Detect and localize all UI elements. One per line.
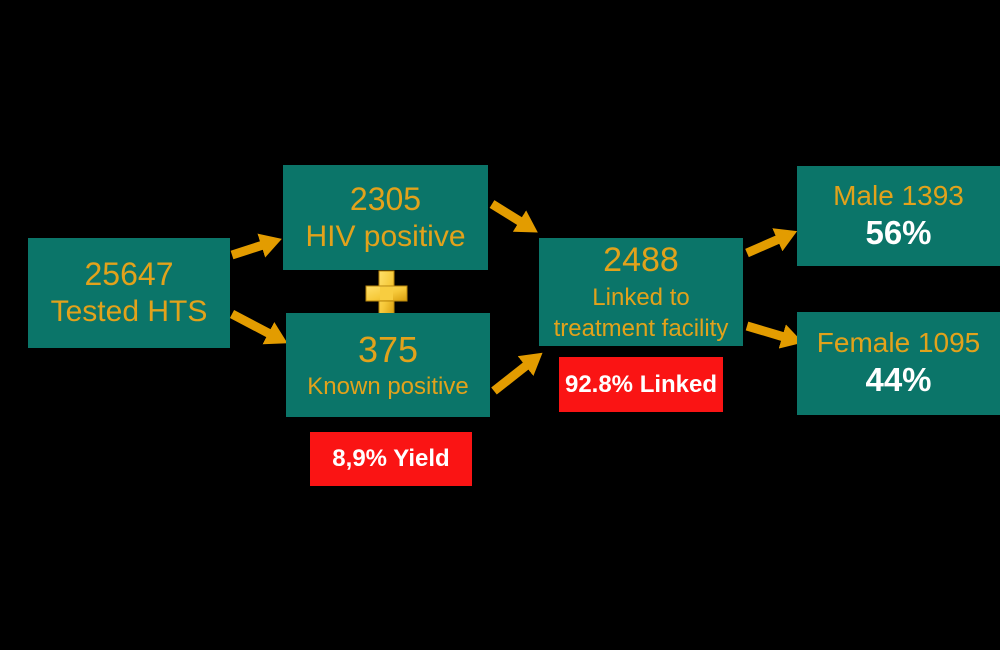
linked-label-line1: Linked to: [592, 283, 690, 311]
hiv-positive-value: 2305: [349, 180, 422, 217]
node-known-positive: 375 Known positive: [286, 313, 490, 417]
female-percent: 44%: [865, 361, 932, 399]
tested-label: Tested HTS: [50, 295, 208, 329]
arrow-tested-to-hiv-icon: [230, 233, 282, 260]
known-positive-value: 375: [357, 329, 419, 371]
tested-value: 25647: [84, 256, 174, 293]
node-hiv-positive: 2305 HIV positive: [283, 165, 488, 270]
linked-label-line2: treatment facility: [553, 314, 729, 342]
known-positive-label: Known positive: [307, 373, 469, 401]
male-percent: 56%: [865, 213, 932, 251]
arrow-linked-to-male-icon: [745, 228, 798, 258]
plus-icon: [365, 270, 408, 317]
arrow-known-to-linked-icon: [491, 352, 543, 395]
yield-badge: 8,9% Yield: [310, 432, 472, 486]
arrow-tested-to-known-icon: [229, 310, 288, 345]
node-female: Female 1095 44%: [797, 312, 1000, 415]
yield-badge-text: 8,9% Yield: [332, 445, 450, 472]
linked-badge: 92.8% Linked: [559, 357, 723, 412]
female-label: Female 1095: [816, 327, 981, 359]
hiv-positive-label: HIV positive: [305, 219, 466, 253]
male-label: Male 1393: [833, 179, 964, 211]
node-male: Male 1393 56%: [797, 166, 1000, 266]
node-linked-treatment: 2488 Linked to treatment facility: [539, 238, 743, 346]
arrow-hiv-to-linked-icon: [489, 200, 538, 233]
node-tested-hts: 25647 Tested HTS: [28, 238, 230, 348]
arrow-linked-to-female-icon: [745, 321, 803, 349]
linked-value: 2488: [603, 241, 679, 280]
linked-badge-text: 92.8% Linked: [564, 370, 718, 398]
